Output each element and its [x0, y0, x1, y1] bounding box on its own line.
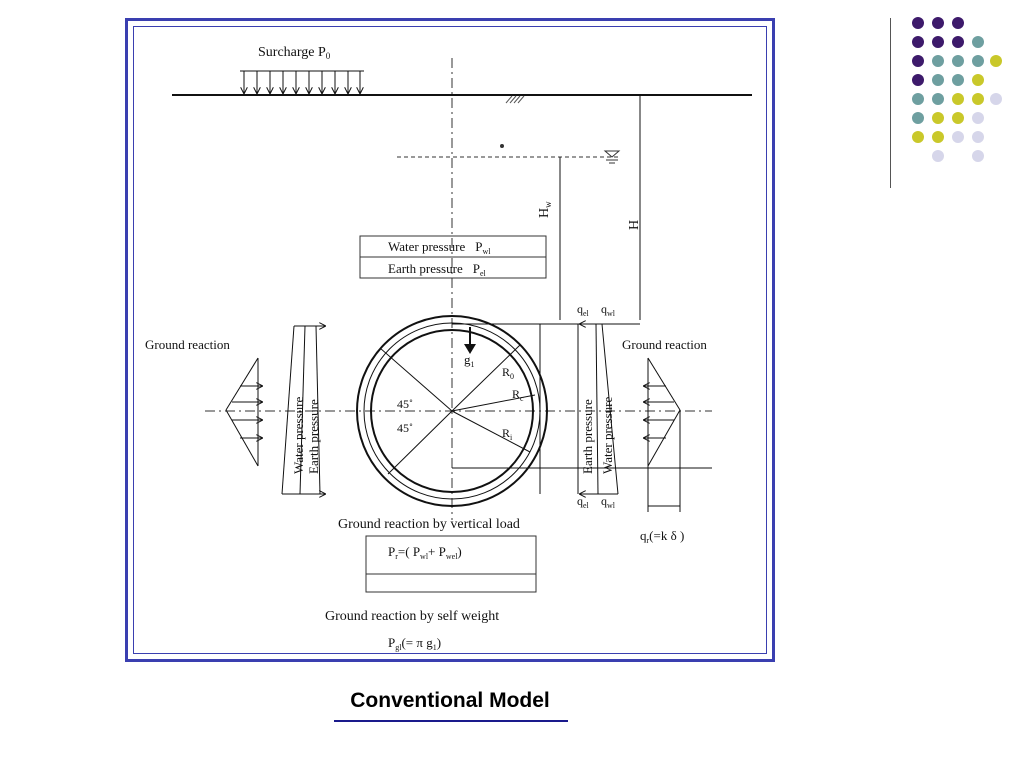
pr-formula: Pr=( Pwl+ Pwel): [388, 544, 462, 561]
right-water-pressure-label: Water pressure: [600, 396, 615, 474]
qel-top-label: qel: [577, 302, 590, 318]
r0-label: R0: [502, 365, 514, 381]
self-weight-arrowhead: [464, 344, 476, 354]
qel-bottom-label: qel: [577, 494, 590, 510]
slide-caption: Conventional Model: [350, 689, 550, 712]
decorative-rule: [890, 18, 891, 188]
qwl-bottom-label: qwl: [601, 494, 616, 510]
angle-45-bottom: 45˚: [397, 421, 413, 435]
surcharge-load: [240, 70, 364, 93]
angle-45-top: 45˚: [397, 397, 413, 411]
diagram-frame-inner: [133, 26, 767, 654]
ground-reaction-vertical-label: Ground reaction by vertical load: [338, 517, 520, 532]
water-table-symbol: [500, 144, 621, 164]
pressure-table: [359, 235, 547, 279]
left-ground-reaction-label: Ground reaction: [145, 337, 230, 352]
ground-reaction-self-weight-label: Ground reaction by self weight: [325, 609, 499, 624]
g1-label: g1: [464, 352, 475, 369]
radius-lines: [379, 344, 536, 475]
left-water-pressure-label: Water pressure: [291, 396, 306, 474]
rc-label: Rc: [512, 387, 524, 403]
qwl-top-label: qwl: [601, 302, 616, 318]
right-ground-reaction-label: Ground reaction: [622, 337, 707, 352]
h-label: H: [627, 220, 642, 230]
right-ground-reaction-diagram: [644, 357, 681, 512]
caption-underline: [334, 720, 568, 722]
decorative-dot-grid: [912, 17, 1002, 162]
right-earth-pressure-label: Earth pressure: [580, 399, 595, 474]
formula-table: [365, 535, 537, 593]
left-pressure-diagram: [281, 326, 325, 494]
pg-formula: Pgl(= π g1): [388, 635, 441, 652]
right-pressure-diagram: [539, 324, 619, 494]
ground-hatch: [505, 95, 525, 104]
surcharge-label: Surcharge P0: [258, 45, 331, 61]
ri-label: Ri: [502, 426, 513, 442]
left-earth-pressure-label: Earth pressure: [306, 399, 321, 474]
hw-label: Hw: [537, 201, 553, 218]
qr-label: qr(=k δ ): [640, 528, 684, 545]
diagram-frame: [125, 18, 775, 662]
left-ground-reaction-diagram: [225, 357, 262, 467]
